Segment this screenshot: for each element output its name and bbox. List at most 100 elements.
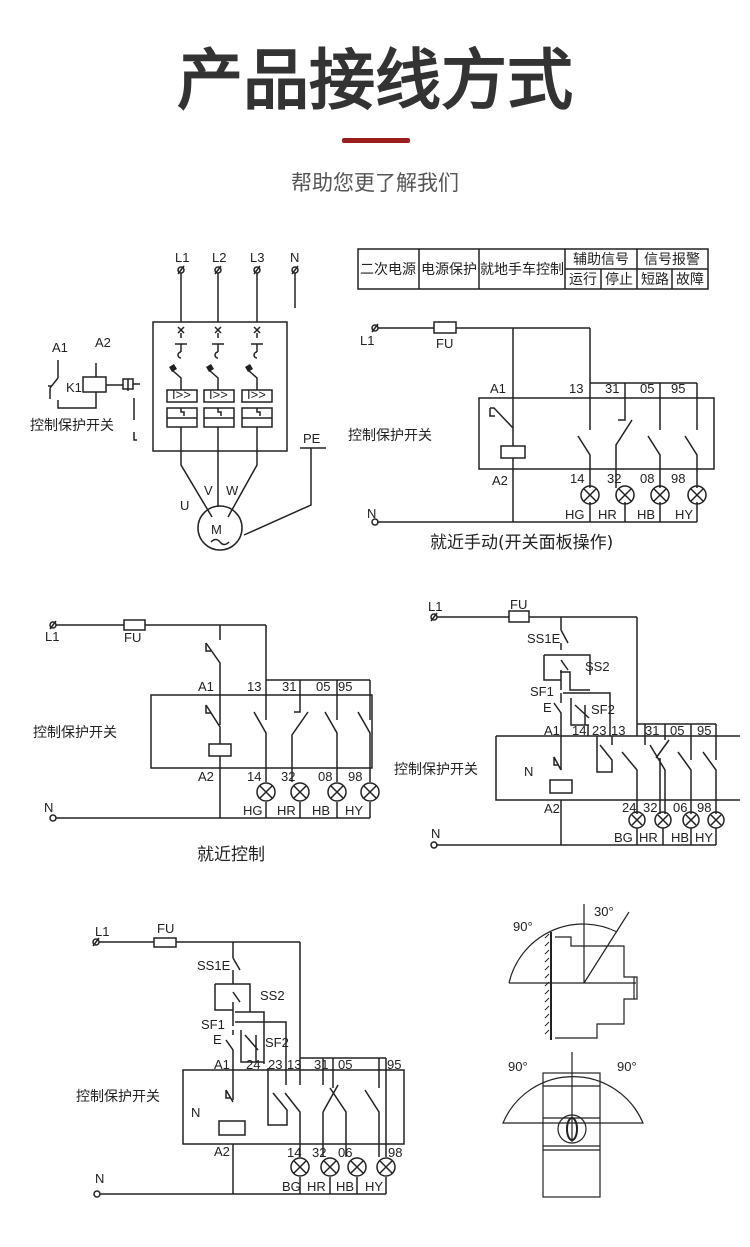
terminal-label: 32 <box>643 800 657 815</box>
lamp-label: HB <box>312 803 330 818</box>
terminal-label: 13 <box>247 679 261 694</box>
label-l1: L1 <box>360 333 374 348</box>
function-table: 二次电源 电源保护 就地手车控制 辅助信号 运行 停止 信号报警 短路 故障 <box>357 248 709 290</box>
label-e: E <box>213 1032 222 1047</box>
label-ss1: SS1E <box>527 631 561 646</box>
label-a1: A1 <box>214 1057 230 1072</box>
page-title: 产品接线方式 <box>177 42 573 119</box>
table-cell: 电源保护 <box>421 262 477 278</box>
terminal-label: 98 <box>697 800 711 815</box>
diagram-remote-control-b: L1 FU N N SS1E SS2 SF1 E SF2 A1 A2 控制保护开… <box>76 921 405 1198</box>
terminal-label: 31 <box>645 723 659 738</box>
terminal-label: 95 <box>671 381 685 396</box>
terminal-label: 31 <box>314 1057 328 1072</box>
table-cell: 运行 <box>569 272 597 288</box>
terminal-label: 05 <box>338 1057 352 1072</box>
label-e: E <box>543 700 552 715</box>
label-sf2: SF2 <box>265 1035 289 1050</box>
diagram-main-circuit: L1 L2 L3 N I>> I>> I>> A1 A2 K <box>30 250 326 551</box>
label-a1: A1 <box>198 679 214 694</box>
table-cell: 停止 <box>605 271 633 288</box>
label-v: V <box>204 483 213 498</box>
angle-label: 90° <box>508 1059 528 1074</box>
label-sf2: SF2 <box>591 702 615 717</box>
terminal-label: 98 <box>348 769 362 784</box>
diagram-local-control: L1 FU N A1 A2 控制保护开关 13 31 05 95 14 32 0… <box>33 619 380 865</box>
label-n: N <box>367 506 376 521</box>
label-ss1: SS1E <box>197 958 231 973</box>
caption: 就近控制 <box>197 845 265 865</box>
terminal-label: 13 <box>287 1057 301 1072</box>
lamp-label: HY <box>365 1179 383 1194</box>
terminal-label: 13 <box>611 723 625 738</box>
label-l1: L1 <box>428 599 442 614</box>
table-cell: 短路 <box>641 272 669 288</box>
table-cell: 二次电源 <box>360 262 416 278</box>
label-fu: FU <box>157 921 174 936</box>
label-control-switch: 控制保护开关 <box>348 428 432 444</box>
table-cell: 故障 <box>676 272 704 288</box>
terminal-label: 08 <box>640 471 654 486</box>
label-n: N <box>44 800 53 815</box>
lamp-label: HR <box>277 803 296 818</box>
label-n: N <box>290 250 299 265</box>
label-ss2: SS2 <box>260 988 285 1003</box>
lamp-label: HY <box>345 803 363 818</box>
diagram-manual-panel: L1 FU N A1 A2 控制保护开关 13 31 05 95 14 32 0… <box>348 321 715 553</box>
mounting-angle-diagram: 30° 90° 90° 90° <box>502 904 644 1198</box>
label-fu: FU <box>124 630 141 645</box>
label-pe: PE <box>303 431 321 446</box>
lamp-label: BG <box>282 1179 301 1194</box>
terminal-label: 95 <box>387 1057 401 1072</box>
terminal-label: 23 <box>268 1057 282 1072</box>
lamp-label: HB <box>637 507 655 522</box>
lamp-label: HR <box>307 1179 326 1194</box>
terminal-label: 14 <box>287 1145 301 1160</box>
lamp-label: HR <box>639 830 658 845</box>
table-cell: 信号报警 <box>644 252 700 268</box>
accent-bar <box>342 138 410 143</box>
label-control-switch: 控制保护开关 <box>30 418 114 434</box>
terminal-label: 24 <box>622 800 636 815</box>
label-a2: A2 <box>544 801 560 816</box>
label-a2: A2 <box>214 1144 230 1159</box>
terminal-label: 14 <box>572 723 586 738</box>
diagram-remote-control-a: L1 FU N N SS1E SS2 SF1 E SF2 A1 A2 控制保护开… <box>394 597 740 849</box>
terminal-label: 31 <box>605 381 619 396</box>
terminal-label: 08 <box>318 769 332 784</box>
label-u: U <box>180 498 189 513</box>
label-n-inner: N <box>191 1105 200 1120</box>
label-n: N <box>431 826 440 841</box>
label-ss2: SS2 <box>585 659 610 674</box>
terminal-label: 98 <box>671 471 685 486</box>
label-l1: L1 <box>45 629 59 644</box>
angle-label: 90° <box>617 1059 637 1074</box>
label-control-switch: 控制保护开关 <box>33 725 117 741</box>
label-k1: K1 <box>66 380 82 395</box>
trip-symbol: I>> <box>209 387 228 402</box>
label-a1: A1 <box>490 381 506 396</box>
angle-label: 30° <box>594 904 614 919</box>
terminal-label: 24 <box>246 1057 260 1072</box>
label-w: W <box>226 483 239 498</box>
terminal-label: 14 <box>570 471 584 486</box>
terminal-label: 06 <box>673 800 687 815</box>
label-a2: A2 <box>198 769 214 784</box>
terminal-label: 05 <box>316 679 330 694</box>
lamp-label: HG <box>565 507 585 522</box>
terminal-label: 06 <box>338 1145 352 1160</box>
label-a1: A1 <box>544 723 560 738</box>
label-l1: L1 <box>175 250 189 265</box>
terminal-label: 32 <box>607 471 621 486</box>
terminal-icons <box>48 265 326 551</box>
wall-hatch <box>544 933 550 1035</box>
label-n-inner: N <box>524 764 533 779</box>
label-sf1: SF1 <box>530 684 554 699</box>
terminal-label: 95 <box>338 679 352 694</box>
motor-icon: M <box>211 522 222 537</box>
lamp-label: BG <box>614 830 633 845</box>
lamp-label: HG <box>243 803 263 818</box>
lamp-label: HY <box>675 507 693 522</box>
label-l1: L1 <box>95 924 109 939</box>
